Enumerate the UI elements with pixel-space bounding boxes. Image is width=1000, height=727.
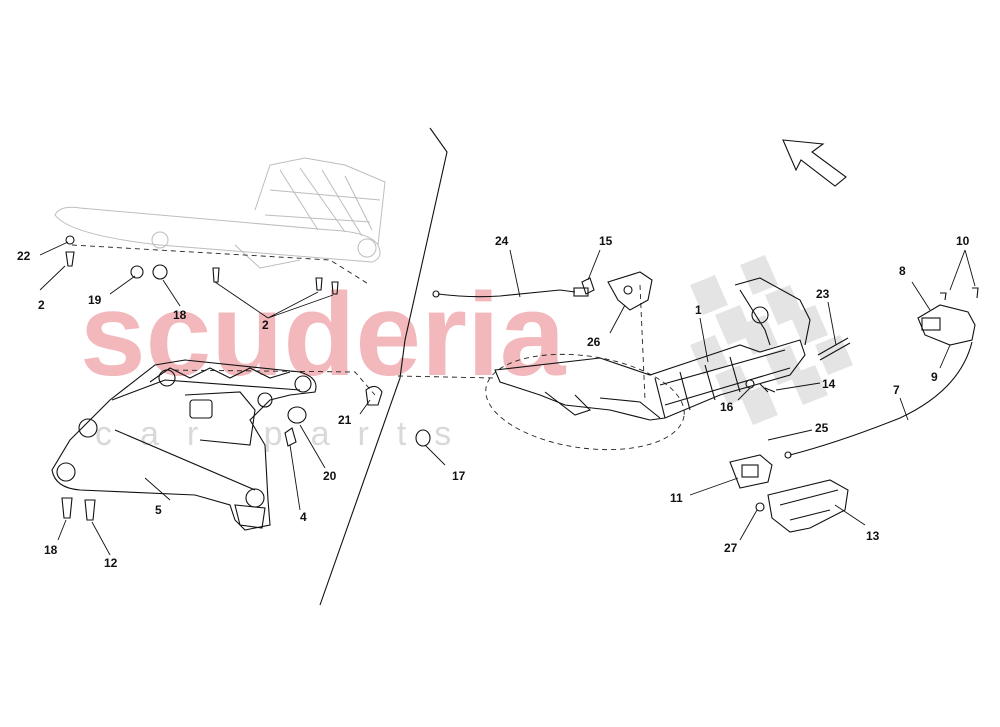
lock-part-11 (729, 454, 773, 489)
callout-25: 25 (815, 421, 829, 435)
fasteners-left (61, 235, 431, 521)
rod-part-23 (817, 337, 851, 361)
callout-2: 2 (262, 318, 269, 332)
callout-21: 21 (338, 413, 352, 427)
callout-26: 26 (587, 335, 601, 349)
callout-5: 5 (155, 503, 162, 517)
small-bracket-part-26 (581, 271, 653, 311)
watermark-sub: car parts (95, 415, 479, 453)
callout-9: 9 (931, 370, 938, 384)
section-divider (319, 127, 448, 606)
callout-20: 20 (323, 469, 337, 483)
watermark-brand: scuderia (80, 269, 567, 401)
callout-8: 8 (899, 264, 906, 278)
callout-2: 2 (38, 298, 45, 312)
direction-arrow-icon (782, 139, 847, 187)
callout-7: 7 (893, 383, 900, 397)
callout-14: 14 (822, 377, 836, 391)
tray-frame-part-1 (494, 277, 811, 421)
callout-11: 11 (670, 491, 683, 505)
callout-23: 23 (816, 287, 830, 301)
callout-17: 17 (452, 469, 466, 483)
callout-16: 16 (720, 400, 734, 414)
callout-18: 18 (44, 543, 58, 557)
cable-end-part-25 (784, 451, 792, 459)
watermark: scuderia car parts (80, 255, 853, 453)
callout-22: 22 (17, 249, 31, 263)
leader-lines (39, 241, 976, 556)
callout-4: 4 (300, 510, 307, 524)
callout-24: 24 (495, 234, 509, 248)
callout-18: 18 (173, 308, 187, 322)
cable-part-7 (789, 341, 973, 456)
callout-1: 1 (695, 303, 702, 317)
housing-part-13 (755, 479, 849, 533)
callout-10: 10 (956, 234, 970, 248)
callout-27: 27 (724, 541, 738, 555)
callout-12: 12 (104, 556, 118, 570)
latch-part-8 (917, 287, 979, 346)
callout-19: 19 (88, 293, 102, 307)
callout-13: 13 (866, 529, 880, 543)
callout-labels: 1 2 2 4 5 7 8 9 10 11 12 13 14 15 16 17 … (17, 234, 970, 570)
bracket-arm-part-5 (51, 359, 317, 531)
cable-part-24 (432, 287, 589, 298)
screw-part-14 (759, 383, 776, 393)
callout-15: 15 (599, 234, 613, 248)
ghost-frame (54, 157, 386, 269)
